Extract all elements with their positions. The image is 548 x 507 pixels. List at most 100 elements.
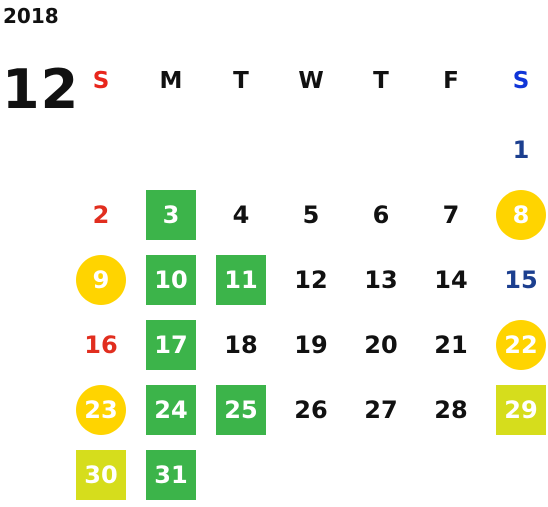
week-row: 2 3 4 5 6 7 8 — [66, 182, 548, 247]
day-number: 7 — [442, 200, 460, 229]
day-cell[interactable]: 12 — [276, 247, 346, 312]
week-row: 30 31 — [66, 442, 548, 507]
day-cell[interactable] — [346, 117, 416, 182]
day-number — [426, 450, 476, 500]
weekday-saturday: S — [512, 68, 530, 94]
day-number — [286, 450, 336, 500]
day-number: 17 — [146, 319, 196, 370]
day-cell[interactable]: 6 — [346, 182, 416, 247]
week-row: 1 — [66, 117, 548, 182]
day-cell[interactable]: 27 — [346, 377, 416, 442]
day-number: 18 — [224, 330, 258, 359]
day-number: 26 — [294, 395, 328, 424]
weekday-sunday: S — [92, 68, 110, 94]
day-number: 11 — [216, 254, 266, 305]
day-cell[interactable]: 31 — [136, 442, 206, 507]
day-cell[interactable]: 29 — [486, 377, 548, 442]
day-number — [286, 125, 336, 175]
day-number: 16 — [84, 330, 118, 359]
day-number: 13 — [364, 265, 398, 294]
day-cell[interactable] — [66, 117, 136, 182]
day-number: 10 — [146, 254, 196, 305]
day-cell[interactable] — [416, 442, 486, 507]
weekday-thursday: T — [373, 68, 389, 94]
day-number: 15 — [504, 265, 538, 294]
day-number: 6 — [372, 200, 390, 229]
weekday-tuesday: T — [233, 68, 249, 94]
day-number: 5 — [302, 200, 320, 229]
day-number: 23 — [76, 384, 126, 435]
day-cell[interactable]: 19 — [276, 312, 346, 377]
day-number: 1 — [512, 135, 530, 164]
day-cell[interactable]: 5 — [276, 182, 346, 247]
day-number — [146, 125, 196, 175]
day-number: 9 — [76, 254, 126, 305]
day-cell[interactable] — [206, 442, 276, 507]
year-label: 2018 — [3, 4, 59, 28]
day-number — [356, 125, 406, 175]
day-cell[interactable]: 23 — [66, 377, 136, 442]
week-row: 23 24 25 26 27 28 29 — [66, 377, 548, 442]
day-cell[interactable]: 10 — [136, 247, 206, 312]
day-number: 28 — [434, 395, 468, 424]
day-number — [356, 450, 406, 500]
week-row: 16 17 18 19 20 21 22 — [66, 312, 548, 377]
day-cell[interactable]: 30 — [66, 442, 136, 507]
day-cell[interactable]: 7 — [416, 182, 486, 247]
day-number: 14 — [434, 265, 468, 294]
day-number: 4 — [232, 200, 250, 229]
day-cell[interactable]: 2 — [66, 182, 136, 247]
day-cell[interactable]: 18 — [206, 312, 276, 377]
day-cell[interactable]: 13 — [346, 247, 416, 312]
day-cell[interactable]: 24 — [136, 377, 206, 442]
day-cell[interactable]: 20 — [346, 312, 416, 377]
day-cell[interactable]: 15 — [486, 247, 548, 312]
day-number: 25 — [216, 384, 266, 435]
day-number: 31 — [146, 449, 196, 500]
day-number: 2 — [92, 200, 110, 229]
day-number: 24 — [146, 384, 196, 435]
day-number — [426, 125, 476, 175]
month-label: 12 — [2, 58, 80, 121]
day-cell[interactable] — [416, 117, 486, 182]
day-cell[interactable]: 11 — [206, 247, 276, 312]
day-cell[interactable]: 8 — [486, 182, 548, 247]
day-cell[interactable] — [346, 442, 416, 507]
day-cell[interactable]: 9 — [66, 247, 136, 312]
weekday-header: S M T W T F S — [66, 55, 548, 107]
day-number: 27 — [364, 395, 398, 424]
day-cell[interactable]: 17 — [136, 312, 206, 377]
day-cell[interactable] — [276, 442, 346, 507]
day-number — [216, 450, 266, 500]
day-number: 30 — [76, 449, 126, 500]
day-number — [76, 125, 126, 175]
weekday-monday: M — [159, 68, 183, 94]
week-row: 9 10 11 12 13 14 15 — [66, 247, 548, 312]
day-number — [496, 450, 546, 500]
day-cell[interactable]: 14 — [416, 247, 486, 312]
day-cell[interactable]: 25 — [206, 377, 276, 442]
day-cell[interactable] — [136, 117, 206, 182]
day-cell[interactable] — [276, 117, 346, 182]
day-number: 12 — [294, 265, 328, 294]
weekday-friday: F — [443, 68, 459, 94]
day-number: 22 — [496, 319, 546, 370]
weekday-wednesday: W — [298, 68, 324, 94]
day-number — [216, 125, 266, 175]
day-number: 29 — [496, 384, 546, 435]
day-number: 8 — [496, 189, 546, 240]
day-cell[interactable]: 16 — [66, 312, 136, 377]
day-cell[interactable]: 22 — [486, 312, 548, 377]
day-cell[interactable]: 21 — [416, 312, 486, 377]
day-cell[interactable]: 28 — [416, 377, 486, 442]
day-cell[interactable]: 3 — [136, 182, 206, 247]
day-cell[interactable]: 26 — [276, 377, 346, 442]
day-cell[interactable] — [486, 442, 548, 507]
day-cell[interactable]: 4 — [206, 182, 276, 247]
day-cell[interactable] — [206, 117, 276, 182]
day-number: 19 — [294, 330, 328, 359]
day-number: 21 — [434, 330, 468, 359]
calendar-grid: S M T W T F S 1 2 3 4 5 6 7 8 9 10 11 12… — [66, 55, 548, 507]
day-cell[interactable]: 1 — [486, 117, 548, 182]
day-number: 3 — [146, 189, 196, 240]
